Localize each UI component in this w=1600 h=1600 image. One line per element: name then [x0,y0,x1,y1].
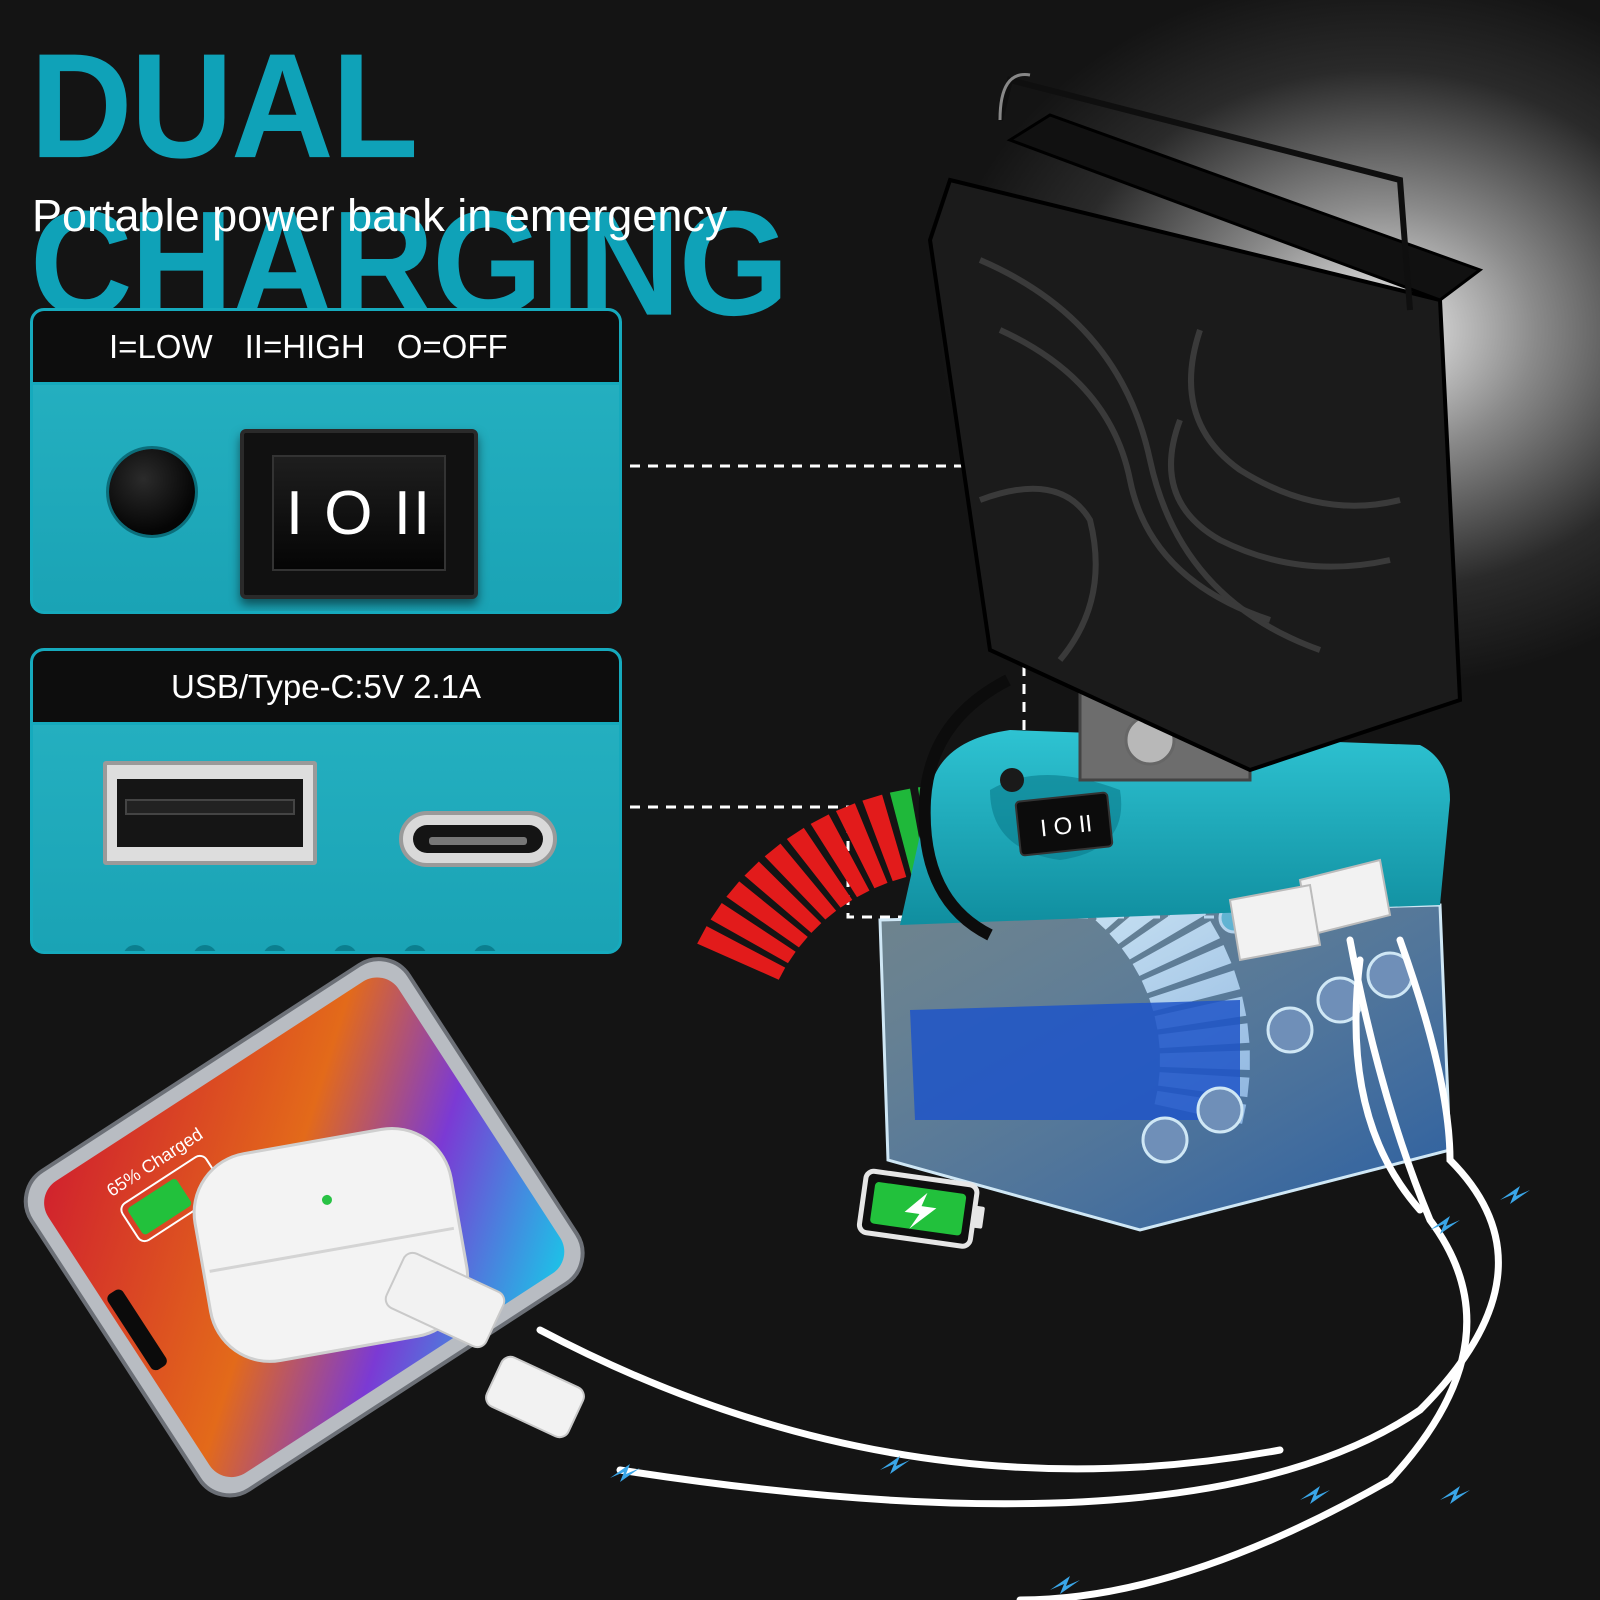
lightning-bolt-icon [610,1186,1530,1594]
mode-high-label: II=HIGH [244,327,365,365]
gauge-segment [697,926,786,980]
gauge-segment [710,902,796,964]
usb-spec-label: USB/Type-C:5V 2.1A [171,667,481,705]
teal-adapter: I O II [900,730,1450,962]
mode-off-label: O=OFF [396,327,508,365]
rocker-switch-icon: I O II [240,429,478,599]
switch-modes-bar: I=LOW II=HIGH O=OFF [33,311,619,385]
usb-plugs [384,1251,585,1439]
charging-cables [536,936,1502,1600]
battery-pack [878,903,1452,1232]
gauge-segment [726,881,808,948]
gauge-segment [786,827,853,908]
work-light [918,73,1484,941]
switch-panel: I=LOW II=HIGH O=OFF I O II [30,308,622,614]
gauge-segment [764,843,837,920]
power-button-icon [109,449,195,535]
earbuds-case [192,1126,470,1363]
gauge-segment [835,803,888,889]
gauge-segment [744,861,822,933]
usb-c-port-icon [399,811,557,867]
usb-panel: USB/Type-C:5V 2.1A [30,648,622,954]
subheadline: Portable power bank in emergency [32,190,728,241]
gauge-segment [810,814,870,898]
usb-spec-bar: USB/Type-C:5V 2.1A [33,651,619,725]
battery-charging-icon [856,1168,985,1249]
gauge-segment [862,794,907,882]
rocker-switch-symbols: I O II [272,455,446,571]
mode-low-label: I=LOW [109,327,213,365]
usb-a-port-icon [103,761,317,865]
svg-text:I O II: I O II [1039,810,1094,842]
panel-vent-dots [123,945,497,951]
